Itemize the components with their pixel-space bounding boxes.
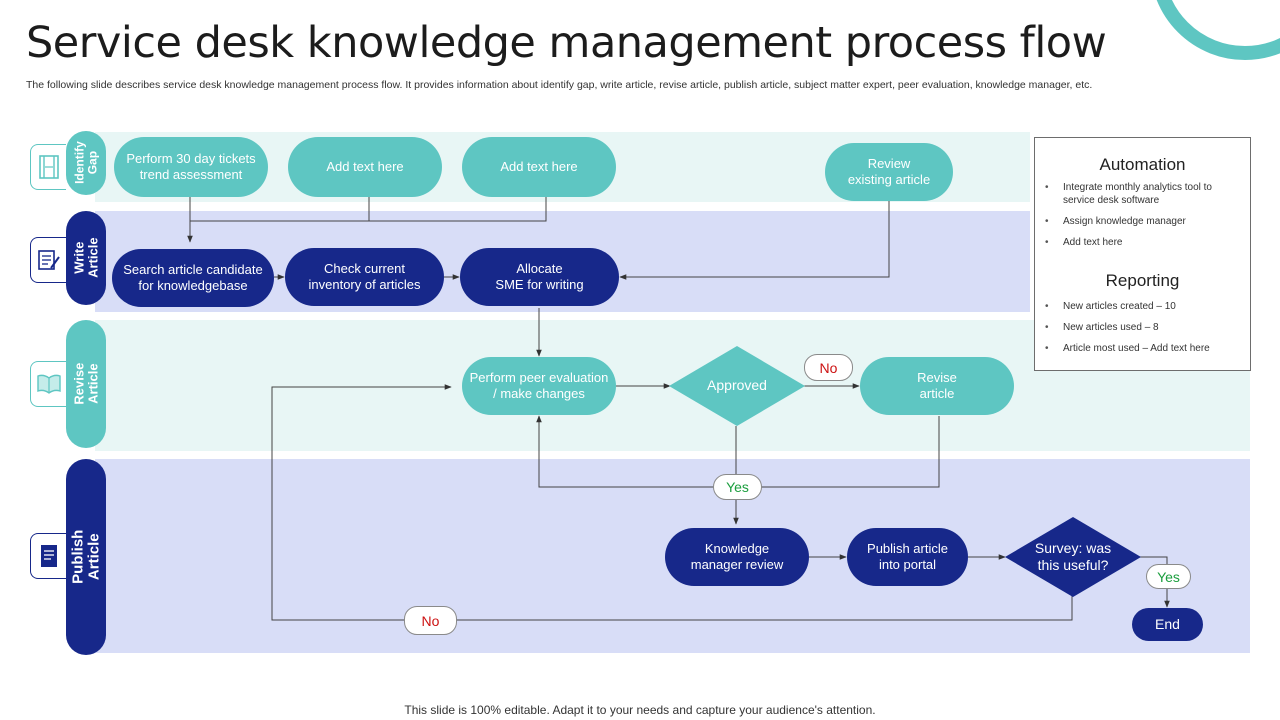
lane-icon-write-article bbox=[30, 237, 66, 283]
tag-survey-yes: Yes bbox=[1146, 564, 1191, 589]
automation-item: Assign knowledge manager bbox=[1045, 215, 1242, 228]
node-add-text-2: Add text here bbox=[462, 137, 616, 197]
decision-survey: Survey: was this useful? bbox=[1005, 517, 1141, 597]
reporting-item: New articles used – 8 bbox=[1045, 321, 1242, 334]
footer-note: This slide is 100% editable. Adapt it to… bbox=[404, 703, 876, 717]
node-peer-evaluation: Perform peer evaluation / make changes bbox=[462, 357, 616, 415]
lane-icon-publish-article bbox=[30, 533, 66, 579]
lane-icon-revise-article bbox=[30, 361, 66, 407]
automation-item: Add text here bbox=[1045, 236, 1242, 249]
reporting-item: Article most used – Add text here bbox=[1045, 342, 1242, 355]
node-add-text-1: Add text here bbox=[288, 137, 442, 197]
tag-approved-yes: Yes bbox=[713, 474, 762, 500]
automation-list: Integrate monthly analytics tool to serv… bbox=[1045, 181, 1242, 257]
node-knowledge-manager-review: Knowledge manager review bbox=[665, 528, 809, 586]
node-allocate-sme: Allocate SME for writing bbox=[460, 248, 619, 306]
lane-label-identify-gap: Identify Gap bbox=[66, 131, 106, 195]
connector-survey-yes bbox=[1140, 556, 1170, 608]
node-publish-into-portal: Publish article into portal bbox=[847, 528, 968, 586]
connector-addtext2-merge bbox=[369, 197, 547, 222]
lane-label-publish-article: Publish Article bbox=[66, 459, 106, 655]
node-check-inventory: Check current inventory of articles bbox=[285, 248, 444, 306]
reporting-item: New articles created – 10 bbox=[1045, 300, 1242, 313]
document-edit-icon bbox=[37, 250, 60, 270]
lane-icon-identify-gap bbox=[30, 144, 66, 190]
open-book-icon bbox=[36, 374, 61, 394]
page-title: Service desk knowledge management proces… bbox=[26, 18, 1107, 68]
node-revise-article: Revise article bbox=[860, 357, 1014, 415]
automation-item: Integrate monthly analytics tool to serv… bbox=[1045, 181, 1242, 207]
tag-approved-no: No bbox=[804, 354, 853, 381]
lane-label-write-article: Write Article bbox=[66, 211, 106, 305]
connector-addtext-merge bbox=[190, 197, 370, 222]
node-trend-assessment: Perform 30 day tickets trend assessment bbox=[114, 137, 268, 197]
tag-survey-no: No bbox=[404, 606, 457, 635]
connector-review-to-allocate bbox=[619, 200, 890, 280]
connector-survey-no bbox=[271, 384, 1073, 621]
automation-heading: Automation bbox=[1099, 155, 1186, 174]
node-review-existing-article: Review existing article bbox=[825, 143, 953, 201]
info-panel: Automation Integrate monthly analytics t… bbox=[1034, 137, 1251, 371]
reporting-list: New articles created – 10 New articles u… bbox=[1045, 300, 1242, 363]
film-frame-icon bbox=[38, 155, 59, 179]
node-end: End bbox=[1132, 608, 1203, 641]
decision-approved: Approved bbox=[669, 346, 805, 426]
node-search-article-candidate: Search article candidate for knowledgeba… bbox=[112, 249, 274, 307]
lane-label-revise-article: Revise Article bbox=[66, 320, 106, 448]
page-subtitle: The following slide describes service de… bbox=[26, 79, 1093, 91]
document-list-icon bbox=[40, 545, 57, 567]
reporting-heading: Reporting bbox=[1105, 271, 1180, 290]
